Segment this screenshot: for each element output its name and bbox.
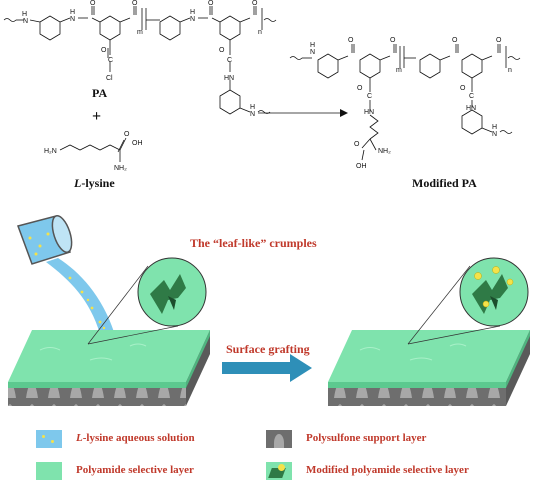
atom-h: H (250, 104, 255, 111)
atom-hn: HN (224, 75, 234, 82)
atom-o: O (219, 47, 225, 54)
legend-swatch-lysine (36, 430, 62, 448)
zoom-line (87, 325, 179, 345)
surface-grafting-arrow (222, 354, 312, 382)
chemistry-scheme: H N N H O O C O Cl m N H O O n C O HN N … (3, 0, 521, 172)
beaker-icon (17, 215, 73, 265)
crumple-leaf (150, 274, 186, 314)
mpa-lysine-chain (369, 114, 379, 140)
membrane-diagram (8, 215, 530, 406)
atom-o: O (208, 0, 214, 7)
atom-h: H (22, 11, 27, 18)
atom-o: O (124, 131, 130, 138)
atom-o: O (354, 141, 360, 148)
mpa-ring-3 (419, 53, 441, 79)
atom-o: O (452, 37, 458, 44)
legend-label-polyamide: Polyamide selective layer (76, 464, 194, 476)
legend-label-lysine: L-lysine aqueous solution (76, 432, 195, 444)
crumples-label: The “leaf-like” crumples (190, 236, 317, 250)
atom-o: O (460, 85, 466, 92)
subscript-n: n (258, 29, 262, 36)
zoom-line (87, 265, 149, 345)
atom-n: N (70, 16, 75, 23)
atom-n: N (23, 18, 28, 25)
atom-c: C (469, 93, 474, 100)
atom-hn: HN (364, 109, 374, 116)
subscript-m: m (137, 29, 143, 36)
atom-o: O (90, 0, 96, 7)
lysine-stream (46, 258, 114, 334)
pa-ring-3 (159, 15, 181, 41)
pa-ring-4 (219, 15, 241, 41)
atom-n: N (310, 49, 315, 56)
atom-hn: HN (466, 105, 476, 112)
atom-o: O (348, 37, 354, 44)
mpa-ring-4 (461, 53, 483, 79)
membrane-left (8, 330, 210, 406)
atom-h: H (70, 9, 75, 16)
pa-ring-1 (39, 15, 61, 41)
atom-h2n: H₂N (44, 148, 57, 155)
pa-wave-left (3, 18, 17, 22)
atom-c: C (367, 93, 372, 100)
atom-o: O (101, 47, 107, 54)
atom-h: H (492, 124, 497, 131)
modified-pa-label: Modified PA (412, 176, 477, 190)
pa-ring-5 (219, 89, 241, 115)
pa-label: PA (92, 86, 108, 100)
atom-o: O (252, 0, 258, 7)
atom-h: H (190, 9, 195, 16)
atom-oh: OH (132, 140, 143, 147)
atom-n: N (190, 16, 195, 23)
lysine-chain (59, 144, 121, 151)
atom-cl: Cl (106, 75, 113, 82)
atom-n: N (250, 111, 255, 118)
legend-swatch-modified (266, 462, 292, 480)
atom-o: O (496, 37, 502, 44)
atom-oh: OH (356, 163, 367, 170)
reaction-arrowhead (340, 109, 348, 117)
atom-n: N (492, 131, 497, 138)
atom-c: C (227, 57, 232, 64)
legend-swatch-support (266, 430, 292, 448)
atom-nh2: NH₂ (378, 148, 391, 155)
legend-label-modified: Modified polyamide selective layer (306, 464, 469, 476)
mpa-ring-5 (461, 109, 483, 135)
mpa-ring-2 (359, 53, 381, 79)
modified-dots (474, 266, 514, 308)
mpa-ring-1 (317, 53, 339, 79)
subscript-n: n (508, 67, 512, 74)
atom-o: O (357, 85, 363, 92)
atom-o: O (390, 37, 396, 44)
plus-sign: + (92, 108, 102, 125)
membrane-right (328, 330, 530, 406)
legend-label-support: Polysulfone support layer (306, 432, 427, 444)
atom-c: C (108, 57, 113, 64)
surface-grafting-label: Surface grafting (226, 342, 310, 356)
pa-ring-2 (99, 15, 121, 41)
atom-h: H (310, 42, 315, 49)
atom-o: O (132, 0, 138, 7)
atom-nh2: NH₂ (114, 165, 127, 172)
lysine-label: L-lysine (74, 176, 115, 190)
subscript-m: m (396, 67, 402, 74)
legend-swatch-polyamide (36, 462, 62, 480)
